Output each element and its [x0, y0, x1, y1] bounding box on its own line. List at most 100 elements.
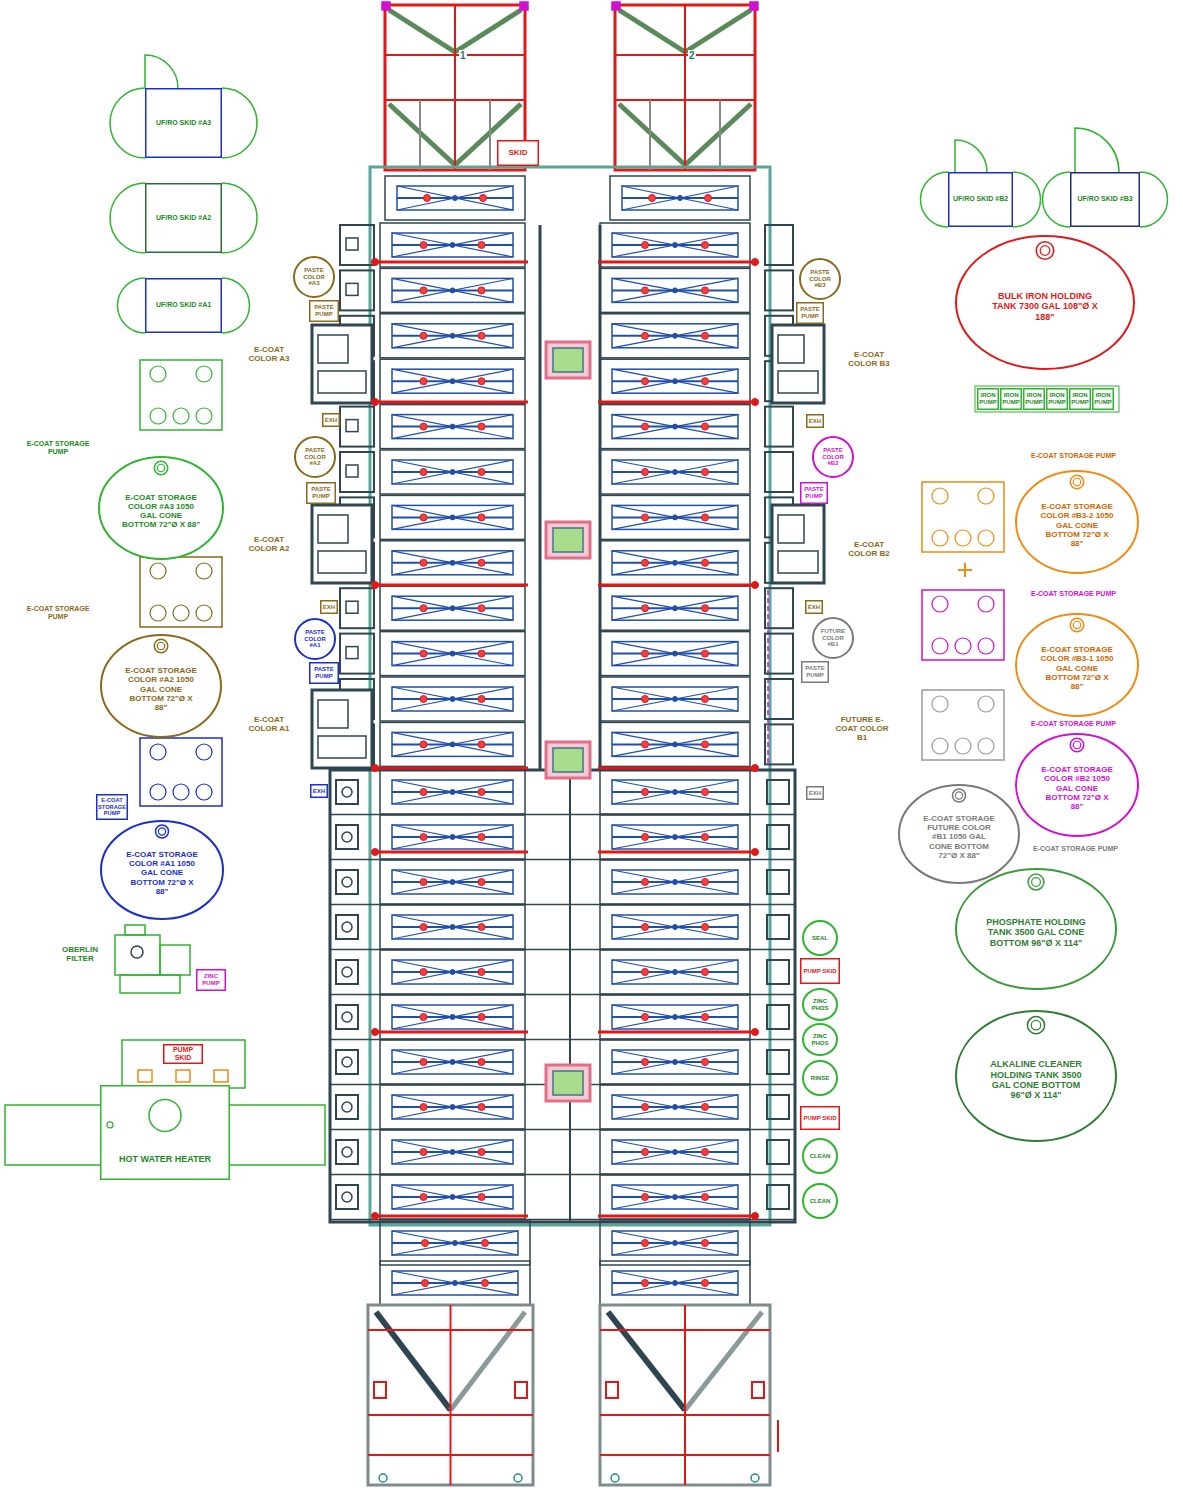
side-equipment [336, 1140, 358, 1164]
side-equipment [342, 967, 352, 977]
rack-brace [612, 642, 738, 666]
rack-brace [612, 505, 738, 529]
manway-circle [154, 461, 168, 475]
hoist-frame [600, 1305, 770, 1485]
text-area: SEAL [808, 926, 833, 949]
rack-hub [450, 1060, 455, 1065]
text-group: E-COAT STORAGE COLOR #A2 1050 GAL CONE B… [123, 666, 199, 712]
rack-brace [612, 1231, 738, 1255]
transfer-rail [372, 851, 528, 854]
side-equipment [346, 420, 358, 432]
pump-box: PASTE PUMP [309, 662, 339, 684]
rack-brace [392, 1231, 518, 1255]
text-area: IRON PUMP [1048, 390, 1066, 408]
rack-hub [673, 925, 678, 930]
box-outline [307, 483, 336, 504]
side-equipment [336, 1095, 358, 1119]
rack-brace [612, 642, 738, 666]
tank-rack [612, 233, 738, 257]
side-equipment [767, 1005, 789, 1029]
rack-hub [673, 515, 678, 520]
text-area: RINSE [808, 1066, 833, 1089]
rack-brace [392, 1095, 513, 1119]
box-outline [164, 1045, 203, 1064]
rack-brace [612, 369, 738, 393]
hoist-member [684, 1305, 686, 1485]
text-group: PASTE COLOR #B3 [806, 269, 835, 290]
transfer-rail [598, 1215, 758, 1218]
tank-outline [295, 437, 335, 477]
text-group: UF/RO SKID #B3 [1072, 195, 1138, 203]
text-area: EXH [322, 602, 336, 612]
skid-box: SKID [497, 140, 539, 166]
process-circle: RINSE [802, 1060, 838, 1096]
tank-frame [600, 314, 750, 358]
tank-frame [610, 176, 750, 220]
tank-frame [600, 722, 750, 766]
tank-frame [380, 1221, 530, 1265]
rack-hub [453, 1281, 458, 1286]
lift-point [702, 650, 709, 657]
tank-stand [140, 360, 222, 430]
lift-point [478, 559, 485, 566]
side-equipment [767, 1050, 789, 1074]
side-equipment [767, 825, 789, 849]
side-walkway [765, 407, 793, 447]
rack-brace [612, 1095, 738, 1119]
lift-point [702, 969, 709, 976]
lift-point [702, 789, 709, 796]
tank-outline [101, 635, 221, 737]
lift-point [642, 696, 649, 703]
tank-rack [392, 915, 513, 939]
control-station [546, 742, 590, 778]
leg-circle [150, 563, 166, 579]
leg-circle [978, 696, 994, 712]
tank-rack [612, 1140, 738, 1164]
lift-point [420, 879, 427, 886]
skid-box: PUMP SKID [800, 1106, 840, 1130]
hoist-member [450, 1305, 452, 1485]
lift-point [478, 423, 485, 430]
text-group: PUMP SKID [802, 968, 838, 975]
lift-point [420, 605, 427, 612]
text-area: PUMP SKID [165, 1046, 201, 1062]
equipment-label: PASTE PUMP [803, 665, 827, 679]
box-outline [146, 279, 222, 333]
pump-box: PASTE PUMP [309, 300, 339, 322]
lift-point [642, 741, 649, 748]
rack-brace [612, 1095, 738, 1119]
pump-box: IRON PUMP [977, 388, 999, 410]
rack-hub [450, 880, 455, 885]
aisle-wall [569, 770, 571, 1222]
tank-outline [1016, 734, 1138, 836]
exhaust-box: EXH [806, 414, 824, 428]
rack-brace [612, 1140, 738, 1164]
manway-circle [1036, 242, 1054, 260]
equipment-label: PASTE PUMP [311, 666, 337, 680]
lift-point [642, 650, 649, 657]
equipment-label: PASTE COLOR #B2 [819, 447, 848, 468]
pump-box: E-COAT STORAGE PUMP [96, 794, 128, 820]
rack-hub [673, 1105, 678, 1110]
rack-brace [392, 1050, 513, 1074]
text-area: HOT WATER HEATER [103, 1142, 227, 1177]
tank-frame [380, 268, 525, 312]
rack-brace [612, 460, 738, 484]
tank-frame [385, 176, 525, 220]
side-equipment [767, 1185, 789, 1209]
rack-brace [392, 960, 513, 984]
tank-outline [899, 785, 1019, 883]
control-panel [553, 348, 583, 372]
hoist-member [419, 100, 421, 170]
text-group: FUTURE COLOR #B1 [819, 628, 848, 649]
pump-box: PASTE PUMP [796, 302, 824, 324]
equipment-label: EXH [312, 788, 326, 795]
tank-rack [392, 324, 513, 348]
text-area: IRON PUMP [1002, 390, 1020, 408]
lift-point [642, 1194, 649, 1201]
paste-tank: PASTE COLOR #A1 [294, 618, 336, 660]
lift-point [702, 834, 709, 841]
tank-frame [380, 450, 525, 494]
side-walkway [765, 634, 793, 674]
